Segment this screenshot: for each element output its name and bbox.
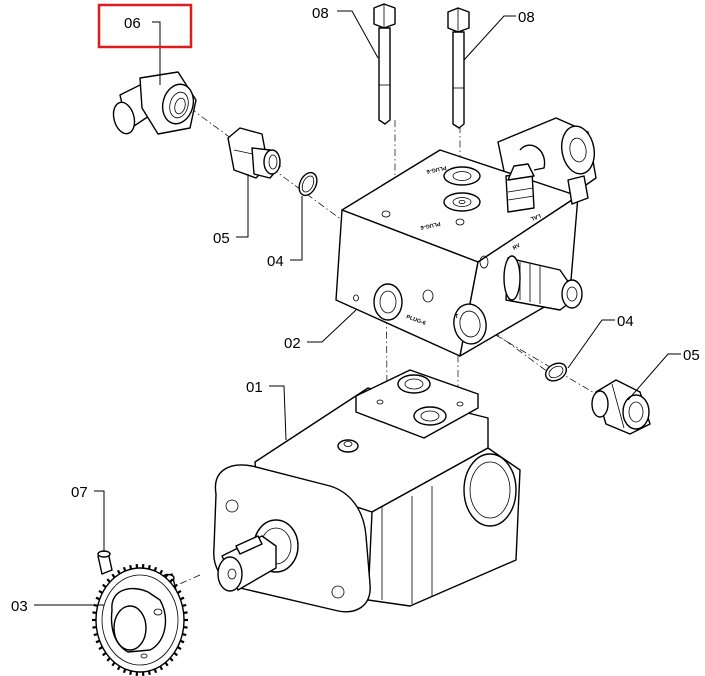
gear-tooth: [179, 639, 185, 644]
gear-tooth: [102, 651, 107, 657]
gear-tooth: [92, 611, 97, 615]
gear-tooth: [147, 564, 151, 570]
part-05-adapter-lower: [591, 379, 651, 435]
engraving-plug-top-2: PLUG-6: [420, 220, 441, 230]
callout-07-label: 07: [71, 484, 88, 501]
gear-tooth: [106, 578, 111, 583]
gear-teeth: [92, 564, 188, 676]
gear-tooth: [153, 668, 158, 674]
part-03-gear: [92, 564, 188, 676]
part-08-bolt-left: [373, 3, 396, 125]
engraving-port-t: T: [455, 314, 459, 320]
gear-tooth: [122, 668, 127, 674]
part-04-o-ring-lower: [544, 362, 568, 382]
part-02-valve-block: PLUG-6 PLUG-6 PLUG-6 T RV LAL: [335, 117, 597, 357]
callout-01-label: 01: [246, 379, 263, 396]
gear-tooth: [122, 566, 127, 572]
callout-04-upper-label: 04: [267, 253, 284, 270]
callout-08-left-label: 08: [312, 5, 329, 22]
callout-06-label: 06: [124, 15, 141, 32]
gear-tooth: [92, 625, 97, 629]
gear-tooth: [179, 596, 185, 601]
gear-tooth: [106, 657, 111, 662]
callout-03-label: 03: [11, 598, 28, 615]
gear-tooth: [129, 564, 133, 570]
gear-tooth: [183, 625, 188, 629]
gear-tooth: [98, 646, 103, 651]
gear-tooth: [173, 651, 178, 657]
gear-tooth: [177, 646, 182, 651]
gear-tooth: [159, 665, 164, 671]
part-04-o-ring-upper: [298, 171, 318, 197]
gear-tooth: [169, 657, 174, 662]
callout-04-lower-label: 04: [617, 313, 634, 330]
gear-tooth: [111, 573, 116, 579]
callout-labels: 06 08 08 05 04 02 04 05 01 07 03: [11, 5, 700, 615]
gear-tooth: [159, 569, 164, 575]
gear-tooth: [93, 632, 98, 637]
gear-tooth: [102, 583, 107, 589]
callout-05-upper-label: 05: [213, 230, 230, 247]
callout-06-highlight-box: [97, 3, 193, 49]
part-08-bolt-right: [447, 7, 470, 129]
part-01-motor: [213, 369, 521, 613]
gear-tooth: [164, 661, 169, 667]
callout-08-right-label: 08: [518, 9, 535, 26]
gear-tooth: [177, 589, 182, 594]
gear-tooth: [183, 611, 188, 615]
gear-tooth: [95, 596, 101, 601]
gear-tooth: [182, 632, 187, 637]
gear-tooth: [153, 566, 158, 572]
callout-05-lower-label: 05: [683, 347, 700, 364]
gear-tooth: [116, 569, 121, 575]
gear-tooth: [173, 583, 178, 589]
callout-02-label: 02: [284, 335, 301, 352]
gear-tooth: [111, 661, 116, 667]
engraving-port-rv: RV: [512, 243, 522, 252]
gear-tooth: [116, 665, 121, 671]
engraving-plug-top-1: PLUG-6: [426, 164, 447, 174]
engraving-port-lal: LAL: [529, 212, 542, 222]
gear-tooth: [129, 670, 133, 676]
gear-tooth: [169, 578, 174, 583]
gear-tooth: [147, 670, 151, 676]
gear-tooth: [98, 589, 103, 594]
gear-tooth: [164, 573, 169, 579]
gear-tooth: [182, 603, 187, 608]
part-06-elbow-fitting: [112, 71, 197, 135]
part-07-screw: [97, 550, 113, 575]
part-05-adapter-upper: [227, 127, 281, 179]
gear-tooth: [95, 639, 101, 644]
callout-leaders: [34, 10, 681, 606]
